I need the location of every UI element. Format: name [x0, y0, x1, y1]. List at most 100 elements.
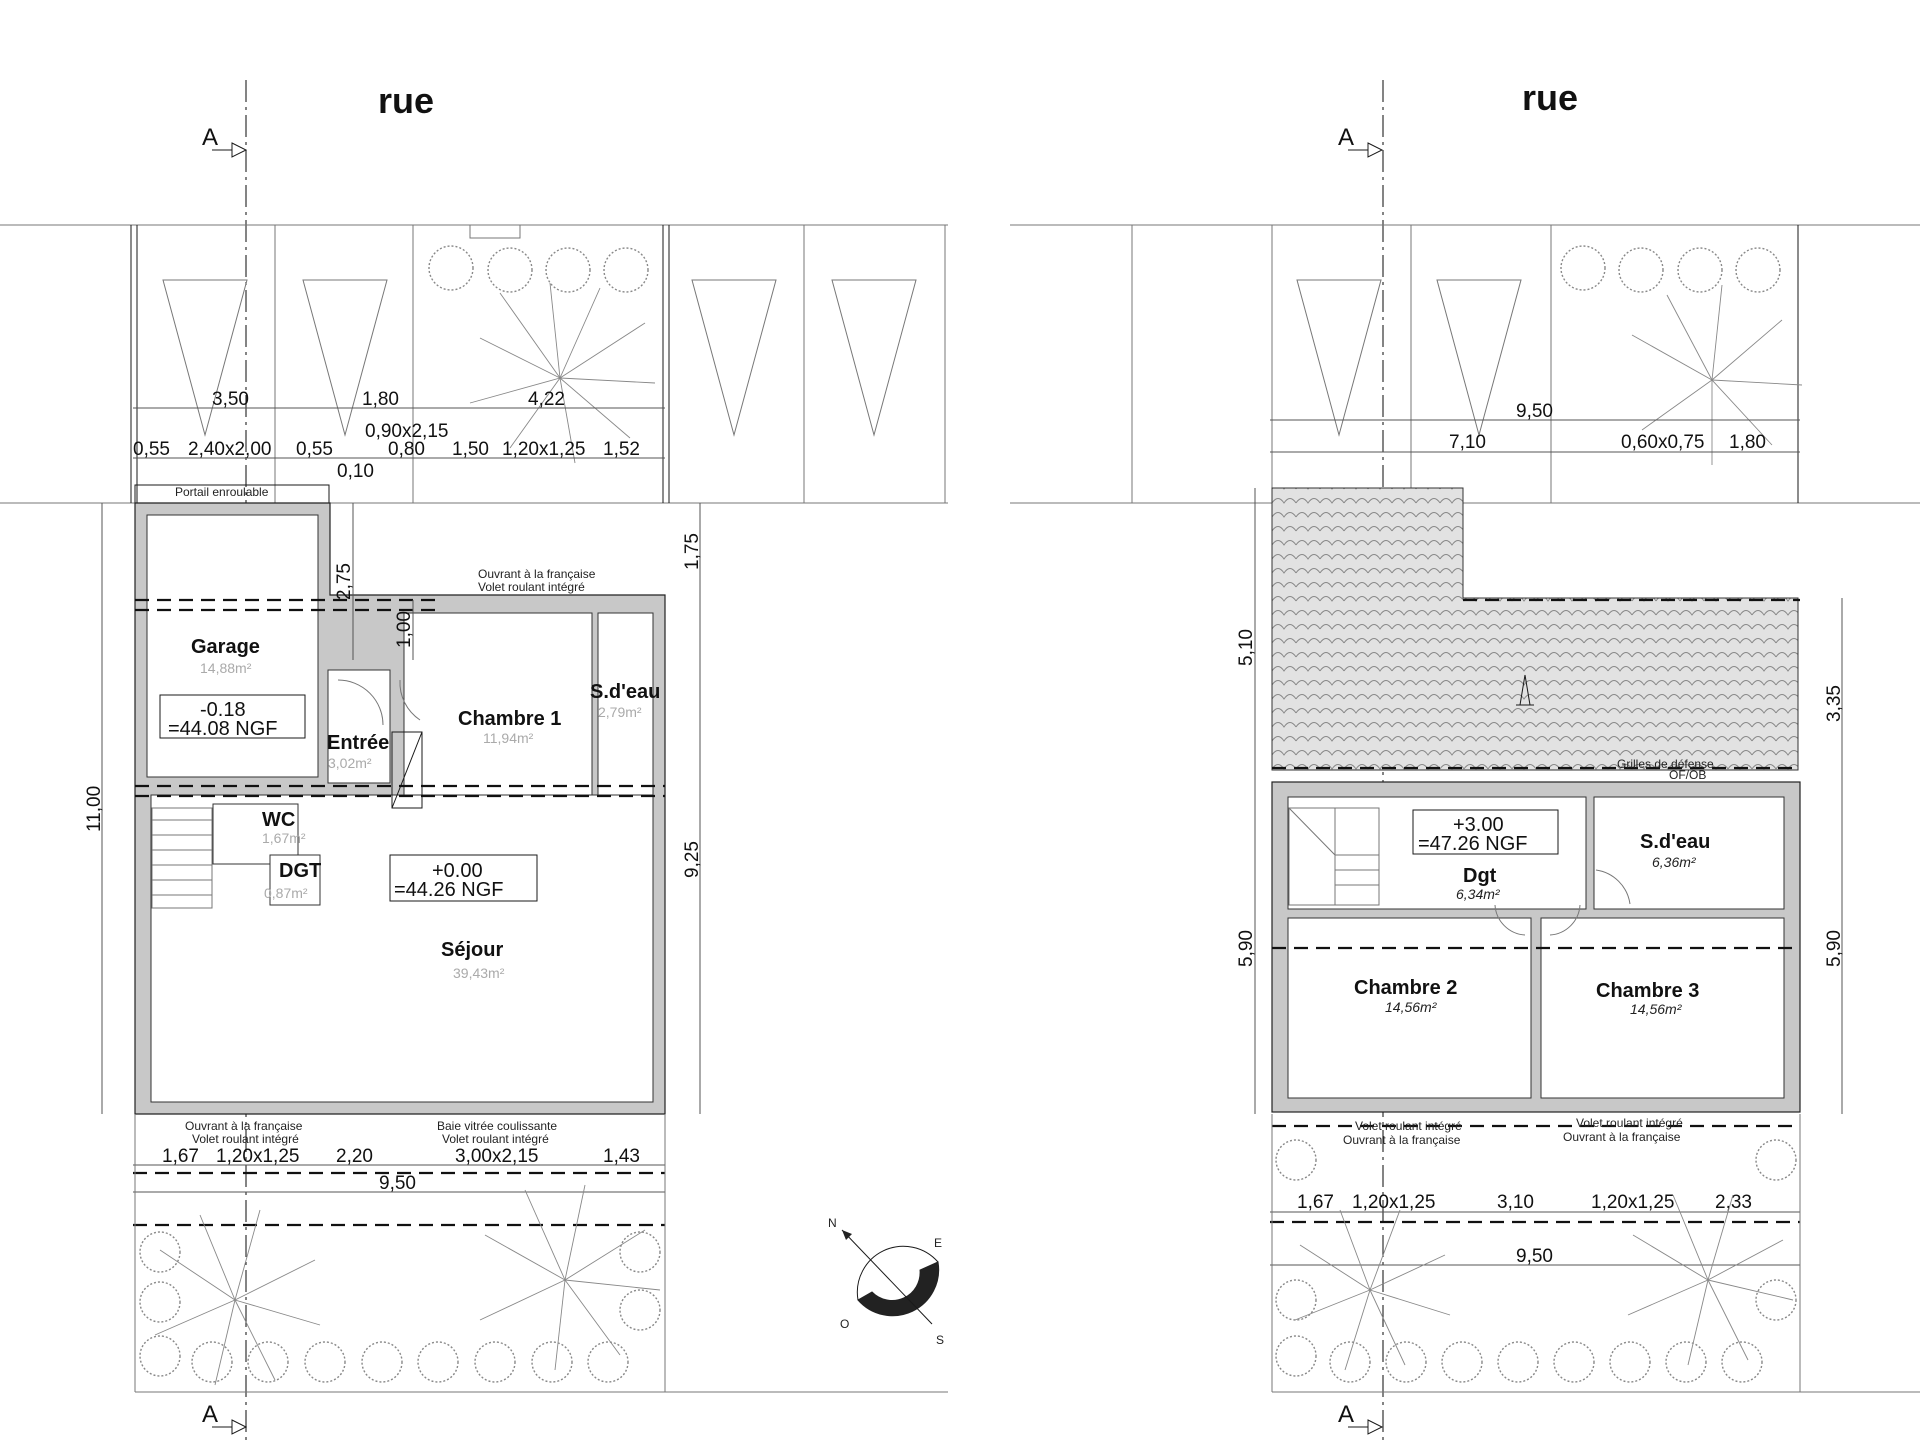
level-main-1: +0.00	[432, 860, 483, 882]
roof-tiles	[1271, 487, 1799, 771]
level-main-2: =44.26 NGF	[394, 879, 504, 901]
dim-right-total-bottom: 9,50	[1516, 1246, 1553, 1267]
section-mark-top-right: A	[1338, 124, 1354, 151]
dim-3-50: 3,50	[212, 389, 249, 410]
dim-right-bottom-1-20x1-25-b: 1,20x1,25	[1591, 1192, 1674, 1213]
dim-right-bottom-2-33: 2,33	[1715, 1192, 1752, 1213]
dgt-upper-area: 6,34m²	[1456, 886, 1501, 902]
compass-n: N	[828, 1216, 837, 1230]
dim-1-50: 1,50	[452, 439, 489, 460]
grilles-ofob: OF/OB	[1669, 768, 1706, 782]
level-box-main	[389, 854, 538, 902]
dim-0-80: 0,80	[388, 439, 425, 460]
chambre2-label: Chambre 2	[1354, 977, 1457, 999]
dgt-upper-label: Dgt	[1463, 865, 1497, 887]
bottom-note-left-2a: Baie vitrée coulissante	[437, 1119, 557, 1133]
ouvrant-note-top-2: Volet roulant intégré	[478, 580, 585, 594]
dim-1-80: 1,80	[362, 389, 399, 410]
bottom-note-right-2a: Volet roulant intégré	[1576, 1116, 1683, 1130]
dim-4-22: 4,22	[528, 389, 565, 410]
dim-right-bottom-3-10: 3,10	[1497, 1192, 1534, 1213]
entree-label: Entrée	[327, 732, 389, 754]
bottom-note-right-1b: Ouvrant à la française	[1343, 1133, 1461, 1147]
dim-0-55-b: 0,55	[296, 439, 333, 460]
portail-label: Portail enroulable	[175, 485, 269, 499]
dim-1-00: 1,00	[394, 611, 415, 648]
dim-1-20x1-25: 1,20x1,25	[502, 439, 585, 460]
dim-total-left: 9,50	[379, 1173, 416, 1194]
sejour-area: 39,43m²	[453, 965, 505, 981]
entree-area: 3,02m²	[328, 755, 372, 771]
level-garage-1: -0.18	[200, 699, 246, 721]
dim-1-75: 1,75	[682, 533, 703, 570]
dim-right-bottom-1-67: 1,67	[1297, 1192, 1334, 1213]
garage-label: Garage	[191, 636, 260, 658]
section-mark-bottom-right: A	[1338, 1401, 1354, 1428]
wc-room	[212, 803, 299, 865]
dim-2-75: 2,75	[334, 563, 355, 600]
dim-right-5-90-left: 5,90	[1236, 930, 1257, 967]
level-upper-1: +3.00	[1453, 814, 1504, 836]
bottom-note-right-2b: Ouvrant à la française	[1563, 1130, 1681, 1144]
sdeau-upper-area: 6,36m²	[1652, 854, 1697, 870]
chambre1-room	[403, 612, 593, 814]
level-garage-2: =44.08 NGF	[168, 718, 278, 740]
dim-right-9-50-top: 9,50	[1516, 401, 1553, 422]
level-box-garage	[159, 694, 306, 739]
garage-room	[146, 514, 319, 778]
sdeau-label: S.d'eau	[590, 681, 660, 703]
dgt-area: 0,87m²	[264, 885, 308, 901]
ouvrant-note-top-1: Ouvrant à la française	[478, 567, 596, 581]
chambre1-area: 11,94m²	[483, 730, 534, 746]
sdeau-area: 2,79m²	[598, 704, 642, 720]
dgt-upper-room	[1287, 796, 1587, 910]
garage-area: 14,88m²	[200, 660, 252, 676]
dim-2-40x2-00: 2,40x2,00	[188, 439, 271, 460]
compass: N E S O	[828, 1216, 944, 1347]
wc-area: 1,67m²	[262, 830, 306, 846]
street-label-right: rue	[1522, 77, 1578, 118]
dim-bottom-3-00x2-15: 3,00x2,15	[455, 1146, 538, 1167]
chambre3-label: Chambre 3	[1596, 980, 1699, 1002]
dim-9-25: 9,25	[682, 841, 703, 878]
dim-right-0-60x0-75: 0,60x0,75	[1621, 432, 1704, 453]
dim-0-10: 0,10	[337, 461, 374, 482]
section-arrow-bottom-left	[212, 1419, 248, 1435]
entree-room	[327, 669, 391, 784]
bottom-note-left-2b: Volet roulant intégré	[442, 1132, 549, 1146]
first-floor-plan: rue A A 9,50 7,10 0,60x0,75 1,80	[1010, 77, 1920, 1440]
chambre1-label: Chambre 1	[458, 708, 561, 730]
compass-o: O	[840, 1317, 849, 1331]
chambre2-area: 14,56m²	[1385, 999, 1438, 1015]
dim-right-1-80: 1,80	[1729, 432, 1766, 453]
ground-floor-plan: rue A A	[0, 80, 948, 1440]
section-arrow-bottom-right	[1348, 1419, 1384, 1435]
sdeau-upper-label: S.d'eau	[1640, 831, 1710, 853]
stairs-ground	[151, 807, 213, 909]
stairs-upper	[1288, 807, 1380, 906]
roof-slope-arrow	[1516, 674, 1534, 706]
dim-0-55-a: 0,55	[133, 439, 170, 460]
sejour-label: Séjour	[441, 939, 503, 961]
compass-e: E	[934, 1236, 942, 1250]
dim-bottom-2-20: 2,20	[336, 1146, 373, 1167]
dim-right-bottom-1-20x1-25-a: 1,20x1,25	[1352, 1192, 1435, 1213]
dgt-label: DGT	[279, 860, 321, 882]
bottom-note-right-1a: Volet roulant intégré	[1355, 1119, 1462, 1133]
bottom-note-left-1b: Volet roulant intégré	[192, 1132, 299, 1146]
dim-right-7-10: 7,10	[1449, 432, 1486, 453]
chambre3-area: 14,56m²	[1630, 1001, 1683, 1017]
dim-right-3-35: 3,35	[1824, 685, 1845, 722]
dim-11-00: 11,00	[84, 786, 105, 832]
section-arrow-top-left	[212, 142, 248, 158]
grilles-label: Grilles de défense	[1617, 757, 1714, 771]
street-label-left: rue	[378, 80, 434, 121]
dim-0-90x2-15: 0,90x2,15	[365, 421, 448, 442]
dim-bottom-1-20x1-25: 1,20x1,25	[216, 1146, 299, 1167]
dgt-room	[269, 854, 321, 906]
compass-s: S	[936, 1333, 944, 1347]
dim-right-5-90-right: 5,90	[1824, 930, 1845, 967]
section-mark-top-left: A	[202, 124, 218, 151]
dim-bottom-1-67: 1,67	[162, 1146, 199, 1167]
dim-right-5-10: 5,10	[1236, 629, 1257, 666]
